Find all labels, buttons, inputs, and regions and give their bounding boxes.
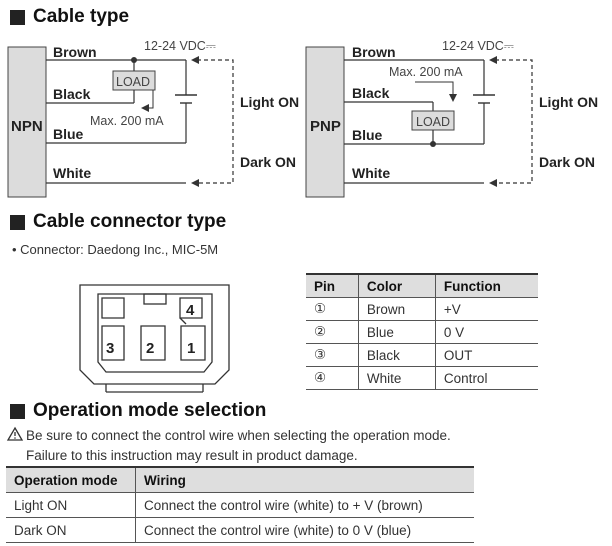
connector-outline [79, 284, 230, 385]
connector-pin-2 [140, 325, 166, 361]
connector-pin-1 [180, 325, 206, 361]
npn-light-on-label: Light ON [240, 94, 299, 110]
npn-dark-on-label: Dark ON [240, 154, 296, 170]
npn-max-current-label: Max. 200 mA [90, 114, 164, 128]
npn-load-label: LOAD [116, 75, 150, 89]
pin-cell: ② [306, 320, 359, 344]
pnp-sensor-box [305, 46, 345, 198]
color-cell: Black [357, 343, 436, 367]
section-title-text: Operation mode selection [33, 400, 267, 421]
connector-pin3-number: 3 [106, 340, 114, 357]
function-header: Function [434, 273, 538, 298]
npn-blue-label: Blue [53, 126, 84, 142]
function-cell: +V [434, 297, 538, 321]
npn-white-label: White [53, 165, 91, 181]
section-square-icon [10, 403, 25, 419]
section-square-icon [10, 9, 25, 25]
operation-mode-header: Operation mode [6, 466, 136, 493]
table-row: Light ON Connect the control wire (white… [6, 492, 474, 518]
pnp-load-label: LOAD [416, 115, 450, 129]
color-cell: Blue [357, 320, 436, 344]
npn-sensor-box [7, 46, 47, 198]
pnp-brown-label: Brown [352, 44, 396, 60]
connector-inner-outline [97, 293, 213, 373]
npn-diagram: NPN LOAD Brown Black Blue White 12-24 VD… [7, 39, 299, 198]
warning-note: Be sure to connect the control wire when… [8, 426, 451, 466]
pin-cell: ④ [306, 366, 359, 390]
function-cell: 0 V [434, 320, 538, 344]
npn-black-label: Black [53, 86, 91, 102]
color-header: Color [357, 273, 436, 298]
color-cell: Brown [357, 297, 436, 321]
pnp-blue-label: Blue [352, 127, 383, 143]
connector-pin2-number: 2 [146, 340, 154, 357]
pnp-diagram: PNP LOAD Brown Black Blue White 12-24 VD… [305, 39, 598, 198]
pin-table-header: Pin Color Function [306, 273, 538, 298]
mode-cell: Dark ON [6, 517, 136, 543]
mode-cell: Light ON [6, 492, 136, 518]
wiring-cell: Connect the control wire (white) to + V … [135, 492, 474, 518]
table-row: ③ Black OUT [306, 343, 538, 367]
pnp-label: PNP [310, 118, 341, 135]
pnp-light-on-label: Light ON [539, 94, 598, 110]
pin-cell: ① [306, 297, 359, 321]
mode-table-header: Operation mode Wiring [6, 466, 474, 493]
section-title-cable-type: Cable type [10, 6, 129, 28]
table-row: ① Brown +V [306, 297, 538, 321]
section-title-connector-type: Cable connector type [10, 211, 226, 233]
warning-triangle-icon [6, 426, 24, 441]
npn-brown-label: Brown [53, 44, 97, 60]
table-row: ④ White Control [306, 366, 538, 390]
section-title-text: Cable connector type [33, 211, 227, 232]
connector-pin1-number: 1 [187, 340, 195, 357]
warning-line-1: Be sure to connect the control wire when… [26, 428, 451, 443]
function-cell: Control [434, 366, 538, 390]
pin-cell: ③ [306, 343, 359, 367]
table-row: ② Blue 0 V [306, 320, 538, 344]
operation-mode-table: Operation mode Wiring Light ON Connect t… [6, 466, 474, 543]
connector-drawing [79, 284, 230, 393]
color-cell: White [357, 366, 436, 390]
pnp-white-label: White [352, 165, 390, 181]
npn-label: NPN [11, 118, 43, 135]
section-square-icon [10, 214, 25, 230]
warning-line-2: Failure to this instruction may result i… [26, 448, 358, 463]
pnp-voltage-label: 12-24 VDC⎓ [442, 39, 514, 53]
connector-note: • Connector: Daedong Inc., MIC-5M [12, 242, 219, 257]
pnp-black-label: Black [352, 85, 390, 101]
section-title-text: Cable type [33, 6, 130, 27]
npn-voltage-label: 12-24 VDC⎓ [144, 39, 216, 53]
section-title-operation-mode: Operation mode selection [10, 400, 266, 422]
connector-pin-4 [179, 297, 203, 319]
pnp-dark-on-label: Dark ON [539, 154, 595, 170]
connector-pin-unnumbered [101, 297, 125, 319]
pin-table: Pin Color Function ① Brown +V ② Blue 0 V… [306, 273, 538, 390]
wiring-cell: Connect the control wire (white) to 0 V … [135, 517, 474, 543]
connector-pin4-number: 4 [186, 302, 195, 319]
connector-pin-3 [101, 325, 125, 361]
table-row: Dark ON Connect the control wire (white)… [6, 517, 474, 543]
function-cell: OUT [434, 343, 538, 367]
pin-header: Pin [306, 273, 359, 298]
wiring-header: Wiring [135, 466, 474, 493]
pnp-max-current-label: Max. 200 mA [389, 65, 463, 79]
